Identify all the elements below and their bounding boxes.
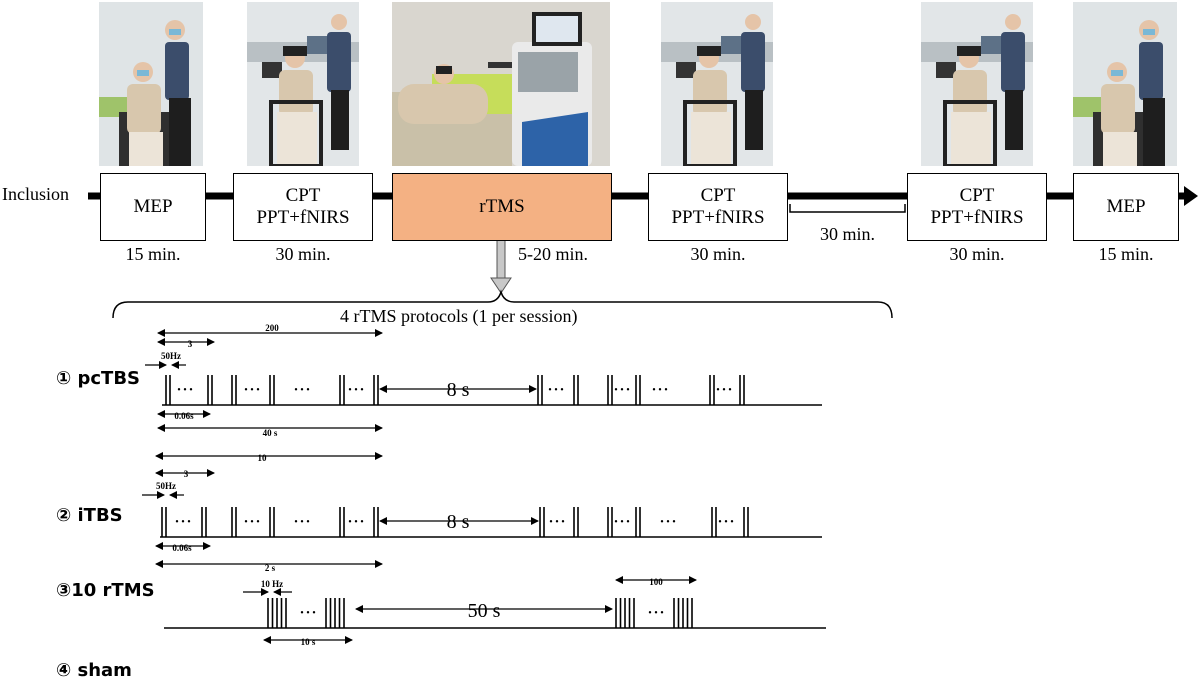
step-label: MEP bbox=[1106, 196, 1146, 217]
itbs-bottom-inner-label: 0.06s bbox=[172, 543, 192, 553]
duration-mep-pre: 15 min. bbox=[125, 244, 181, 264]
down-arrow-shaft bbox=[496, 239, 506, 279]
itbs-dots: • • • bbox=[175, 517, 191, 528]
protocol-label-itbs: ② iTBS bbox=[56, 505, 123, 526]
pctbs-inner-span-label: 3 bbox=[188, 339, 193, 349]
rtms10-freq-label: 10 Hz bbox=[261, 579, 283, 589]
pctbs-interval-label: 8 s bbox=[447, 379, 470, 401]
photo-seated-cap-icon bbox=[247, 2, 359, 166]
photo-mep-pre bbox=[99, 2, 203, 166]
itbs-freq-label: 50Hz bbox=[156, 481, 176, 491]
pctbs-bottom-inner-label: 0.06s bbox=[174, 411, 194, 421]
itbs-dots: • • • bbox=[244, 517, 260, 528]
photo-cpt-2 bbox=[661, 2, 773, 166]
itbs-dots: • • • bbox=[718, 517, 734, 528]
photo-rtms bbox=[392, 2, 610, 166]
photo-cpt-3 bbox=[921, 2, 1033, 166]
duration-cpt-2: 30 min. bbox=[690, 244, 746, 264]
photo-standing-operator-icon bbox=[1073, 2, 1177, 166]
timeline-arrowhead-icon bbox=[1184, 186, 1198, 206]
protocol-label-10-rtms: ③10 rTMS bbox=[56, 580, 155, 601]
rtms10-dots: • • • bbox=[648, 608, 664, 619]
step-cpt-2: CPT PPT+fNIRS bbox=[648, 173, 788, 241]
pctbs-bottom-span-label: 40 s bbox=[263, 428, 278, 438]
inclusion-label: Inclusion bbox=[2, 184, 69, 204]
protocol-label-pctbs: ① pcTBS bbox=[56, 368, 141, 389]
itbs-dots: • • • bbox=[348, 517, 364, 528]
rtms10-right-span-label: 100 bbox=[649, 577, 663, 587]
duration-cpt-1: 30 min. bbox=[275, 244, 331, 264]
step-cpt-1: CPT PPT+fNIRS bbox=[233, 173, 373, 241]
photo-cpt-1 bbox=[247, 2, 359, 166]
pulse-trains: • • • • • • • • • • • • • • • • • • • • • • • •… bbox=[142, 323, 826, 647]
itbs-bottom-span-label: 2 s bbox=[265, 563, 276, 573]
protocols-brace bbox=[112, 289, 893, 319]
itbs-top-span-label: 10 bbox=[258, 453, 268, 463]
duration-rtms: 5-20 min. bbox=[518, 244, 588, 264]
gap-duration: 30 min. bbox=[819, 224, 875, 244]
pctbs-freq-label: 50Hz bbox=[161, 351, 181, 361]
duration-mep-post: 15 min. bbox=[1098, 244, 1154, 264]
pctbs-dots: • • • bbox=[614, 385, 630, 396]
rtms10-bottom-span-label: 10 s bbox=[301, 637, 316, 647]
step-label: rTMS bbox=[479, 196, 525, 217]
photo-seated-cap-icon bbox=[921, 2, 1033, 166]
step-label: CPT bbox=[285, 185, 321, 206]
gap-bracket bbox=[789, 204, 906, 213]
step-label: CPT bbox=[959, 185, 995, 206]
pctbs-dots: • • • bbox=[244, 385, 260, 396]
pctbs-dots: • • • bbox=[716, 385, 732, 396]
step-cpt-3: CPT PPT+fNIRS bbox=[907, 173, 1047, 241]
pctbs-dots: • • • bbox=[177, 385, 193, 396]
photo-seated-cap-icon bbox=[661, 2, 773, 166]
step-sublabel: PPT+fNIRS bbox=[256, 207, 350, 228]
pctbs-dots: • • • bbox=[348, 385, 364, 396]
step-mep-post: MEP bbox=[1073, 173, 1179, 241]
step-sublabel: PPT+fNIRS bbox=[671, 207, 765, 228]
step-rtms: rTMS bbox=[392, 173, 612, 241]
photo-standing-operator-icon bbox=[99, 2, 203, 166]
pctbs-top-span-label: 200 bbox=[265, 323, 279, 333]
down-arrow-icon bbox=[490, 277, 512, 294]
rtms10-interval-label: 50 s bbox=[468, 600, 501, 622]
itbs-dots: • • • bbox=[294, 517, 310, 528]
duration-cpt-3: 30 min. bbox=[949, 244, 1005, 264]
itbs-interval-label: 8 s bbox=[447, 511, 470, 533]
protocol-label-sham: ④ sham bbox=[56, 660, 132, 681]
photo-reclined-rtms-icon bbox=[392, 2, 610, 166]
itbs-inner-span-label: 3 bbox=[184, 469, 189, 479]
step-label: CPT bbox=[700, 185, 736, 206]
protocols-title: 4 rTMS protocols (1 per session) bbox=[340, 306, 578, 326]
step-sublabel: PPT+fNIRS bbox=[930, 207, 1024, 228]
rtms10-dots: • • • bbox=[300, 608, 316, 619]
step-mep-pre: MEP bbox=[100, 173, 206, 241]
step-label: MEP bbox=[133, 196, 173, 217]
pctbs-dots: • • • bbox=[548, 385, 564, 396]
pctbs-dots: • • • bbox=[294, 385, 310, 396]
pctbs-dots: • • • bbox=[652, 385, 668, 396]
photo-mep-post bbox=[1073, 2, 1177, 166]
itbs-dots: • • • bbox=[614, 517, 630, 528]
itbs-dots: • • • bbox=[660, 517, 676, 528]
itbs-dots: • • • bbox=[549, 517, 565, 528]
